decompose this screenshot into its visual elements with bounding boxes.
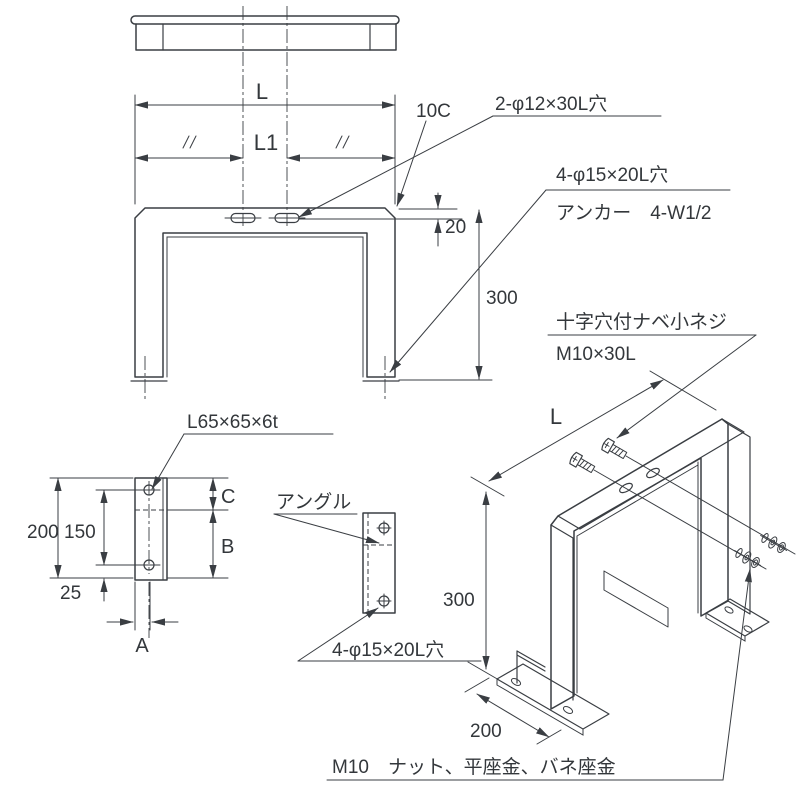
iso-dim-label-300: 300 [443,590,475,611]
iso-inner-lip [603,570,669,628]
angle-plate-view: アングル 4-φ15×20L穴 [273,491,482,662]
iso-dim-label-200: 200 [470,721,502,742]
screw-leader [616,334,757,439]
screw-note-line1: 十字穴付ナベ小ネジ [556,311,727,333]
dim-label-25: 25 [60,583,81,604]
slot-hole-leader [298,115,494,218]
angle-size-note: L65×65×6t [187,412,279,433]
iso-right-foot-hole-2 [743,625,753,633]
iso-right-face [727,423,751,615]
front-view-dimensions: L L1 20 300 [134,79,518,381]
angle-part-leader [273,513,380,544]
top-view-channel-body [135,23,397,51]
iso-dim-label-L: L [550,404,562,429]
top-view-web-plate [130,15,400,25]
iso-left-foot-hole-1 [510,678,522,686]
iso-dim-line-200 [476,693,550,738]
front-view [130,207,400,401]
angle-part-note: アングル [276,491,351,513]
ditto-mark-left [182,135,197,149]
anchor-leader [389,189,547,373]
chamfer-leader [396,120,427,207]
iso-left-face [550,524,574,701]
iso-right-foot-plate [705,598,770,637]
dim-label-20: 20 [445,217,466,238]
iso-left-foot-upright [516,650,546,684]
front-view-u-outline [134,207,396,378]
anchor-hole-note: 4-φ15×20L穴 [556,164,668,186]
iso-left-foot-plate [496,663,610,730]
iso-top-hole-left [619,482,633,494]
dim-label-A: A [135,635,149,657]
anchor-note: アンカー 4-W1/2 [556,203,711,224]
assembly-axis-2 [625,455,796,555]
iso-view [496,418,796,736]
iso-left-foot-hole-2 [562,706,574,714]
nut-washer-note: M10 ナット、平座金、バネ座金 [332,756,616,778]
front-view-inner-lip [166,236,364,378]
angle-hole-note: 4-φ15×20L穴 [332,639,444,661]
dim-label-C: C [221,486,235,508]
callout-labels: 10C 2-φ12×30L穴 4-φ15×20L穴 アンカー 4-W1/2 十字… [298,93,757,439]
dim-label-B: B [221,536,234,558]
nut-washer-leader [722,568,752,781]
angle-hole-leader [297,607,379,662]
dim-label-200: 200 [27,522,59,543]
slot-hole-note: 2-φ12×30L穴 [495,93,607,115]
side-view: 200 150 25 A C B L65×65×6t [27,412,334,657]
chamfer-note: 10C [416,101,451,122]
screw-note-line2: M10×30L [556,344,636,365]
iso-right-foot-hole-1 [724,606,734,614]
angle-plate-outline [362,512,396,614]
iso-dimensions: L 300 200 M10 ナット、平座金、バネ座金 [326,370,752,781]
iso-u-frame [550,418,729,710]
iso-top-flange [557,418,745,530]
dim-label-L1: L1 [254,130,278,155]
dim-label-L: L [256,79,268,104]
ditto-mark-right [335,135,350,149]
angle-size-leader [151,433,185,490]
iso-dim-line-L [488,379,664,482]
top-view [130,6,400,226]
dim-label-300: 300 [486,288,518,309]
dim-label-150: 150 [64,522,96,543]
